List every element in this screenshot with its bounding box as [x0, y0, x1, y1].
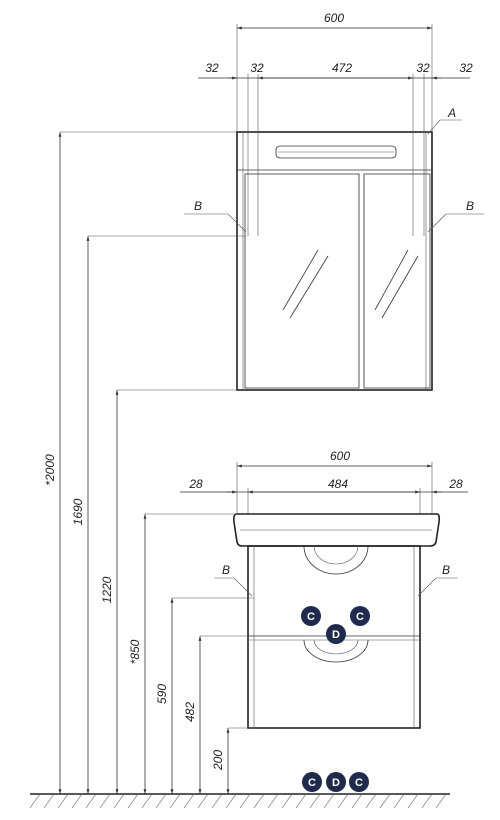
badge-d: D	[326, 772, 346, 792]
svg-text:D: D	[332, 777, 340, 789]
dim-height-basin: *850	[128, 513, 237, 794]
cabinet-door-left	[244, 173, 360, 389]
dim-label-cabinet-inner: 472	[332, 61, 352, 75]
dim-label-inner-left: 32	[250, 61, 264, 75]
siphon-cutout-upper	[303, 545, 369, 575]
dim-cabinet-breakdown: 32 32 472 32 32	[198, 61, 473, 236]
svg-text:C: C	[307, 611, 315, 623]
callout-b-cabinet-left: B	[184, 199, 247, 233]
callout-label-a: A	[447, 106, 456, 120]
dim-height-drawer-bottom: 482	[183, 635, 300, 794]
svg-text:C: C	[308, 777, 316, 789]
siphon-cutout-lower	[303, 639, 369, 663]
callout-a: A	[427, 106, 462, 135]
dim-label-side-left: 32	[205, 61, 219, 75]
dim-label-vanity-left: 28	[188, 477, 203, 491]
dim-label-vanity-right: 28	[448, 477, 463, 491]
svg-text:C: C	[355, 777, 363, 789]
dim-height-cabinet-bottom: 1220	[100, 389, 237, 794]
dim-label-height-drawer-bottom: 482	[183, 702, 197, 722]
dim-label-cabinet-width: 600	[324, 11, 344, 25]
dim-label-height-drawer-top: 590	[155, 684, 169, 704]
svg-text:D: D	[332, 629, 340, 641]
dim-height-cabinet-top: 1690	[71, 235, 246, 794]
vanity-body	[247, 545, 421, 729]
dim-label-side-right: 32	[459, 61, 473, 75]
svg-text:C: C	[356, 611, 364, 623]
vanity-unit: 600 28 484 28	[180, 449, 468, 729]
dim-label-height-floor-gap: 200	[211, 750, 225, 771]
badge-d: D	[326, 624, 346, 644]
callout-b-cabinet-right: B	[427, 199, 484, 233]
dim-label-vanity-inner: 484	[328, 477, 348, 491]
basin	[233, 513, 441, 547]
callout-label-b: B	[466, 199, 474, 213]
mirror-reflection-left	[282, 249, 319, 311]
dim-label-vanity-width: 600	[330, 449, 350, 463]
callout-label-b: B	[442, 563, 450, 577]
dim-label-height-cabinet-top: 1690	[71, 498, 85, 525]
callout-label-b: B	[222, 563, 230, 577]
callout-b-vanity-left: B	[214, 563, 253, 597]
badge-c: C	[302, 772, 322, 792]
callout-b-vanity-right: B	[417, 563, 458, 597]
badge-c: C	[349, 772, 369, 792]
badge-c: C	[350, 606, 370, 626]
cabinet-outline	[236, 131, 433, 391]
cabinet-light	[275, 145, 397, 159]
dim-height-total: *2000	[43, 131, 237, 794]
badge-c: C	[301, 606, 321, 626]
mirror-cabinet	[236, 131, 433, 391]
dim-height-floor-gap: 200	[211, 727, 254, 794]
floor	[29, 793, 450, 809]
dim-label-height-cabinet-bottom: 1220	[100, 576, 114, 603]
dim-height-drawer-top: 590	[155, 597, 254, 794]
dim-label-height-basin: *850	[128, 639, 142, 664]
dim-label-height-total: *2000	[43, 454, 57, 486]
callout-label-b: B	[194, 199, 202, 213]
cabinet-door-right	[363, 173, 431, 389]
dim-label-inner-right: 32	[416, 61, 430, 75]
mirror-reflection-right	[374, 249, 409, 311]
